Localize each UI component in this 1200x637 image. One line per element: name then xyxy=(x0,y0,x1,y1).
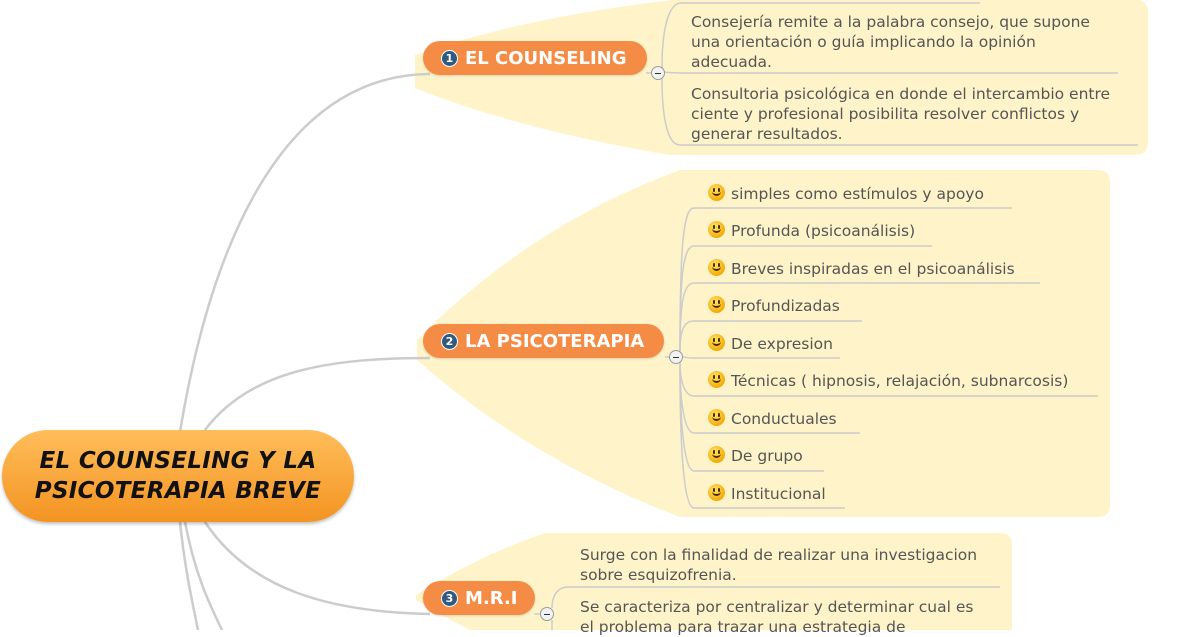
smiley-icon xyxy=(708,184,725,201)
boundary-mri xyxy=(416,533,1012,630)
topic-label: EL COUNSELING xyxy=(465,47,627,69)
collapse-minus-icon[interactable] xyxy=(669,350,683,364)
smiley-icon xyxy=(708,259,725,276)
connector-central-to-mri xyxy=(203,521,431,616)
topic-number-badge: 3 xyxy=(441,589,458,607)
boundary-la-psicoterapia xyxy=(417,170,1110,517)
smiley-icon xyxy=(708,296,725,313)
boundary-el-counseling xyxy=(415,0,1148,155)
connector-central-to-psicoterapia xyxy=(204,356,431,431)
connector-central-down-2 xyxy=(183,521,224,630)
collapse-minus-icon[interactable] xyxy=(651,66,665,80)
smiley-icon xyxy=(708,371,725,388)
subtopic-consultoria[interactable]: Consultoria psicológica en donde el inte… xyxy=(691,85,1111,143)
topic-el-counseling[interactable]: 1 EL COUNSELING xyxy=(423,41,647,75)
smiley-icon xyxy=(708,221,725,238)
central-topic-line-2: PSICOTERAPIA BREVE xyxy=(34,478,322,504)
smiley-icon xyxy=(708,334,725,351)
central-topic-line-1: EL COUNSELING Y LA xyxy=(39,448,317,474)
subtopic-item[interactable]: Conductuales xyxy=(708,409,837,429)
subtopic-consejeria[interactable]: Consejería remite a la palabra consejo, … xyxy=(691,13,1090,71)
connector-central-to-counseling xyxy=(178,72,431,433)
smiley-icon xyxy=(708,409,725,426)
topic-number-badge: 2 xyxy=(441,332,458,350)
subtopic-item[interactable]: Breves inspiradas en el psicoanálisis xyxy=(708,259,1015,279)
topic-mri[interactable]: 3 M.R.I xyxy=(423,581,535,615)
connector-central-down-1 xyxy=(178,521,200,630)
topic-la-psicoterapia[interactable]: 2 LA PSICOTERAPIA xyxy=(423,324,664,358)
topic-number-badge: 1 xyxy=(441,49,458,67)
subtopic-surge[interactable]: Surge con la finalidad de realizar una i… xyxy=(580,546,978,584)
smiley-icon xyxy=(708,484,725,501)
smiley-icon xyxy=(708,446,725,463)
subtopic-item[interactable]: Institucional xyxy=(708,484,826,504)
subtopic-se-caracteriza[interactable]: Se caracteriza por centralizar y determi… xyxy=(580,598,974,636)
topic-label: LA PSICOTERAPIA xyxy=(465,330,645,352)
topic-label: M.R.I xyxy=(465,587,518,609)
subtopic-item[interactable]: De expresion xyxy=(708,334,833,354)
subtopic-item[interactable]: Profunda (psicoanálisis) xyxy=(708,221,915,241)
subtopic-item[interactable]: De grupo xyxy=(708,446,803,466)
collapse-minus-icon[interactable] xyxy=(540,607,554,621)
subtopic-item[interactable]: Técnicas ( hipnosis, relajación, subnarc… xyxy=(708,371,1068,391)
subtopic-item[interactable]: Profundizadas xyxy=(708,296,840,316)
subtopic-item[interactable]: simples como estímulos y apoyo xyxy=(708,184,984,204)
central-topic[interactable]: EL COUNSELING Y LA PSICOTERAPIA BREVE xyxy=(2,430,354,522)
